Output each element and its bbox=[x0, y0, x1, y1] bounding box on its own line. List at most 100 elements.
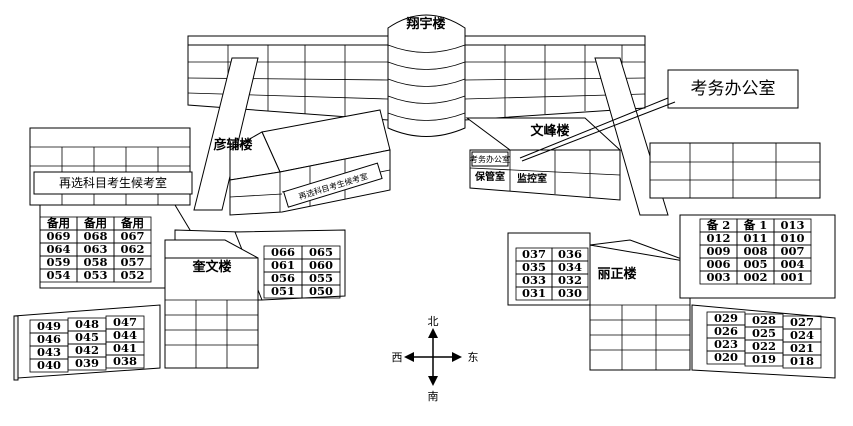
xiangyu-label: 翔宇楼 bbox=[405, 16, 445, 32]
room-number: 061 bbox=[271, 258, 295, 272]
room-cell bbox=[551, 286, 589, 301]
room-number: 048 bbox=[75, 317, 99, 331]
lizheng-label: 丽正楼 bbox=[597, 266, 636, 282]
room-number: 035 bbox=[522, 260, 546, 274]
room-number: 043 bbox=[37, 345, 61, 359]
room-number: 056 bbox=[271, 271, 295, 285]
room-number: 058 bbox=[83, 255, 107, 269]
room-number: 038 bbox=[113, 354, 137, 368]
reselect-room-left-label: 再选科目考生候考室 bbox=[59, 175, 167, 190]
callout-label: 考务办公室 bbox=[691, 79, 776, 99]
room-number: 021 bbox=[790, 341, 814, 355]
room-number: 025 bbox=[752, 326, 776, 340]
exam-office-callout: 考务办公室 bbox=[519, 69, 799, 162]
room-number: 068 bbox=[83, 229, 107, 243]
room-number: 031 bbox=[522, 286, 546, 300]
room-number: 032 bbox=[558, 273, 582, 287]
room-number: 046 bbox=[37, 332, 61, 346]
room-number: 026 bbox=[714, 324, 738, 338]
room-number: 005 bbox=[743, 257, 767, 271]
exam-office-small-label: 考务办公室 bbox=[470, 154, 510, 164]
room-number: 008 bbox=[743, 244, 767, 258]
north-label: 北 bbox=[428, 315, 439, 328]
room-number: 045 bbox=[75, 330, 99, 344]
room-number: 003 bbox=[706, 270, 730, 284]
room-number: 033 bbox=[522, 273, 546, 287]
room-number: 备用 bbox=[46, 216, 70, 230]
room-number: 051 bbox=[271, 284, 295, 298]
west-label: 西 bbox=[392, 351, 403, 364]
room-number: 028 bbox=[752, 313, 776, 327]
room-number: 007 bbox=[780, 244, 804, 258]
kuiwen-label: 奎文楼 bbox=[191, 259, 231, 275]
room-number: 备用 bbox=[83, 216, 107, 230]
room-number: 069 bbox=[46, 229, 70, 243]
room-number: 018 bbox=[790, 354, 814, 368]
xiangyu-left-grid bbox=[187, 45, 389, 117]
room-number: 040 bbox=[37, 358, 61, 372]
east-label: 东 bbox=[468, 351, 479, 364]
room-number: 054 bbox=[46, 268, 70, 282]
room-number: 013 bbox=[780, 218, 804, 232]
compass: 北 南 西 东 bbox=[392, 315, 479, 403]
room-number: 053 bbox=[83, 268, 107, 282]
corridor-left bbox=[193, 57, 259, 211]
room-number: 019 bbox=[752, 352, 776, 366]
room-number: 027 bbox=[790, 315, 814, 329]
room-number: 059 bbox=[46, 255, 70, 269]
room-number: 012 bbox=[706, 231, 730, 245]
kuiwen-lower-room-grid: 049 048 047 046 045 044 043 042 041 040 039 038 bbox=[29, 315, 145, 373]
exam-office-small bbox=[471, 151, 509, 167]
room-cell bbox=[782, 354, 822, 369]
room-number: 029 bbox=[714, 311, 738, 325]
room-number: 067 bbox=[120, 229, 144, 243]
room-cell bbox=[113, 268, 152, 283]
room-number: 039 bbox=[75, 356, 99, 370]
room-number: 047 bbox=[113, 315, 137, 329]
room-number: 050 bbox=[309, 284, 333, 298]
room-number: 004 bbox=[780, 257, 804, 271]
wenfeng-building: 文峰楼 考务办公室 保管室 监控室 bbox=[465, 117, 821, 201]
room-number: 006 bbox=[706, 257, 730, 271]
room-number: 055 bbox=[309, 271, 333, 285]
room-number: 052 bbox=[120, 268, 144, 282]
room-number: 064 bbox=[46, 242, 70, 256]
room-number: 066 bbox=[271, 245, 295, 259]
room-number: 002 bbox=[743, 270, 767, 284]
room-number: 041 bbox=[113, 341, 137, 355]
room-number: 备 1 bbox=[743, 218, 768, 232]
room-number: 060 bbox=[309, 258, 333, 272]
room-number: 011 bbox=[743, 231, 767, 245]
room-number: 063 bbox=[83, 242, 107, 256]
kuiwen-right-room-grid: 066 065 061 060 056 055 051 050 bbox=[263, 245, 341, 299]
room-number: 024 bbox=[790, 328, 814, 342]
room-number: 044 bbox=[113, 328, 137, 342]
room-number: 057 bbox=[120, 255, 144, 269]
room-number: 010 bbox=[780, 231, 804, 245]
room-number: 034 bbox=[558, 260, 582, 274]
room-number: 030 bbox=[558, 286, 582, 300]
room-cell bbox=[773, 270, 812, 285]
room-number: 036 bbox=[558, 247, 582, 261]
room-number: 049 bbox=[37, 319, 61, 333]
room-number: 065 bbox=[309, 245, 333, 259]
room-number: 023 bbox=[714, 337, 738, 351]
room-number: 022 bbox=[752, 339, 776, 353]
room-number: 备用 bbox=[120, 216, 144, 230]
room-number: 042 bbox=[75, 343, 99, 357]
monitor-room-label: 监控室 bbox=[517, 172, 547, 185]
room-cell bbox=[105, 354, 145, 369]
yanfu-label: 彦辅楼 bbox=[213, 137, 252, 153]
yanfu-building: 彦辅楼 再选科目考生候考室 再选科目考生候考室 bbox=[29, 109, 391, 216]
room-number: 001 bbox=[780, 270, 804, 284]
storage-room-label: 保管室 bbox=[474, 170, 505, 183]
south-label: 南 bbox=[428, 390, 439, 403]
room-number: 备 2 bbox=[706, 218, 731, 232]
